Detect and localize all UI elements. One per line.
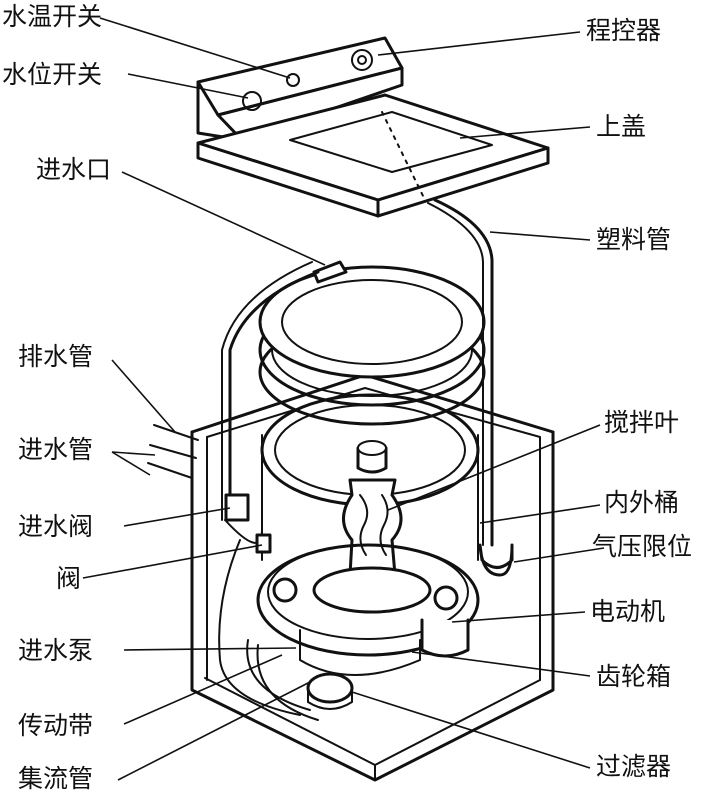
label-water-inlet: 进水口 — [36, 155, 112, 184]
label-inlet-pipe: 进水管 — [18, 435, 94, 464]
label-inlet-valve: 进水阀 — [18, 512, 94, 541]
leader-lines — [82, 17, 605, 781]
label-agitator: 搅拌叶 — [604, 408, 680, 437]
label-inner-outer-tub: 内外桶 — [604, 488, 680, 517]
label-drain-pipe: 排水管 — [18, 342, 94, 371]
control-panel — [196, 36, 404, 142]
label-water-level-switch: 水位开关 — [2, 60, 103, 89]
label-valve: 阀 — [56, 564, 82, 593]
label-air-pressure-limiter: 气压限位 — [592, 532, 693, 561]
label-top-lid: 上盖 — [596, 112, 647, 141]
label-collector-pipe: 集流管 — [18, 764, 94, 793]
label-gearbox: 齿轮箱 — [596, 662, 672, 691]
agitator — [312, 440, 432, 614]
top-lid — [196, 93, 550, 218]
label-plastic-tube: 塑料管 — [596, 225, 672, 254]
base-mechanism — [246, 543, 480, 721]
label-motor: 电动机 — [590, 597, 666, 626]
label-programmer: 程控器 — [586, 16, 662, 45]
pipes — [147, 198, 514, 716]
label-filter: 过滤器 — [596, 752, 672, 781]
label-water-temp-switch: 水温开关 — [2, 2, 103, 31]
label-drive-belt: 传动带 — [18, 711, 94, 740]
label-inlet-pump: 进水泵 — [18, 636, 94, 665]
